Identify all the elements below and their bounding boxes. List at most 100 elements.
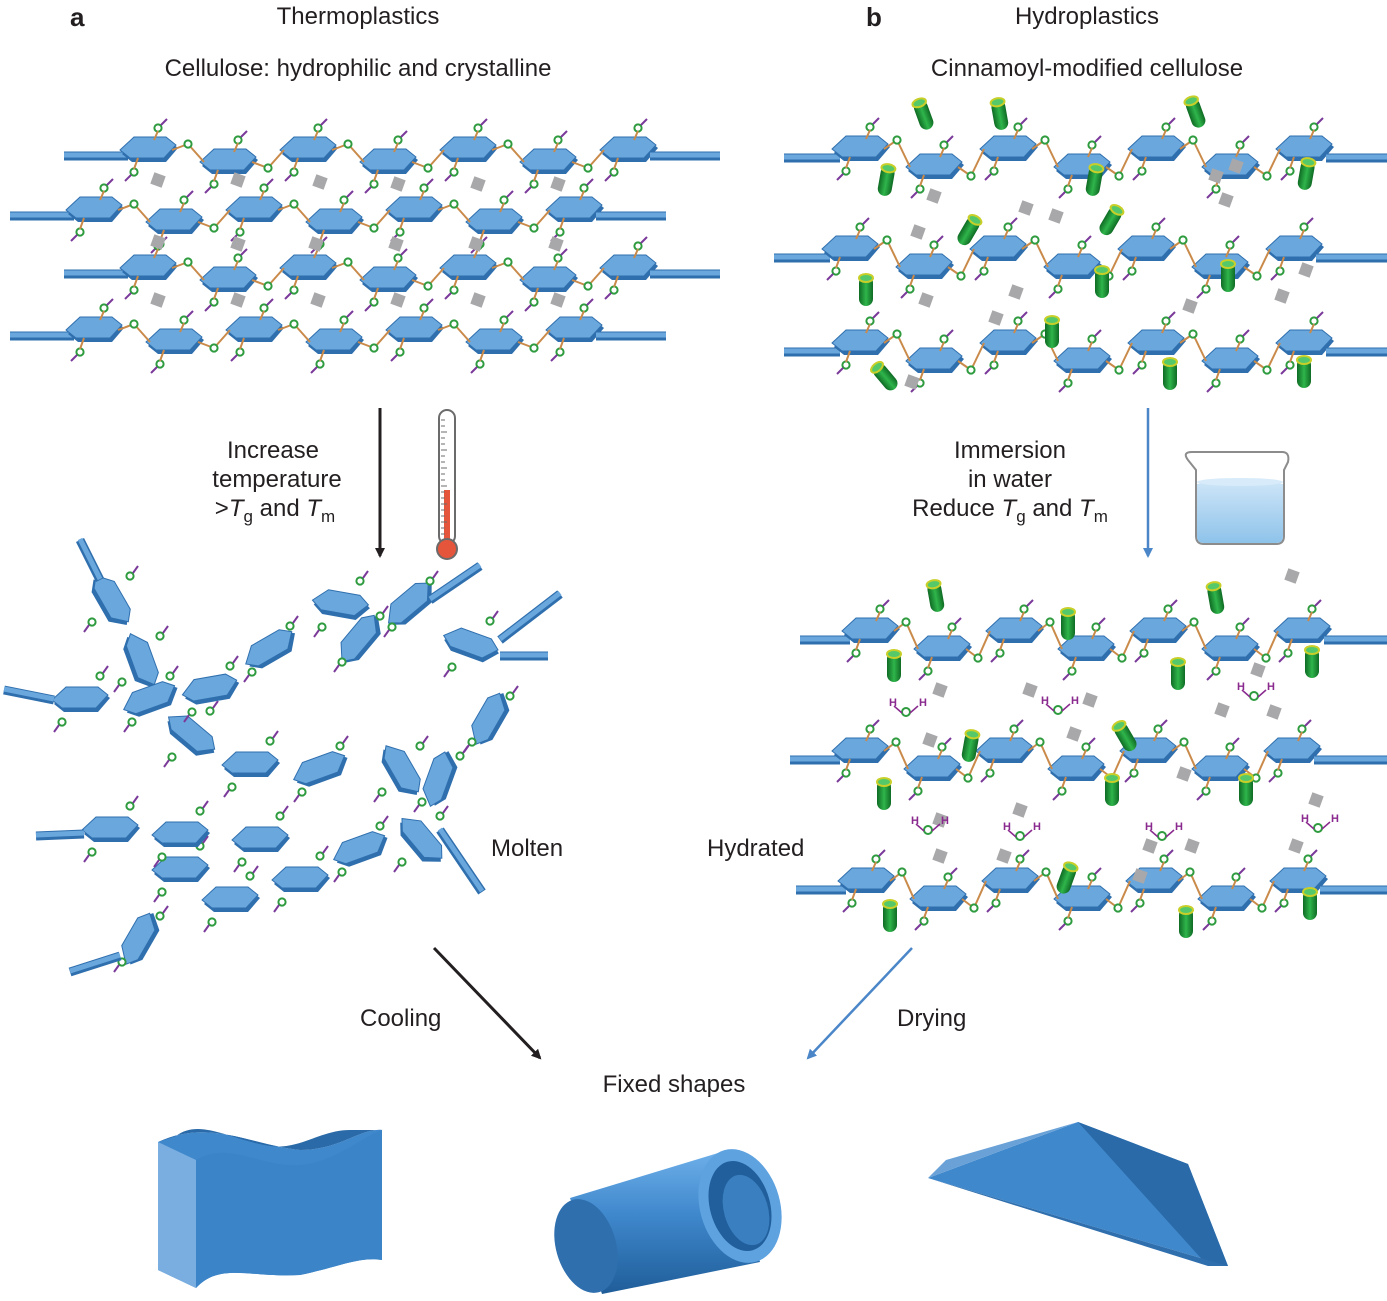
glycosidic-bond [939,341,945,352]
oxygen-atom [209,223,219,233]
oxygen-atom [633,241,643,251]
oxygen-atom [1114,365,1124,375]
glucose-ring [385,196,444,222]
oxygen-atom [423,163,433,173]
glucose-ring [225,316,284,342]
oxygen-atom [553,135,563,145]
hydroxyl-stub [1098,617,1106,625]
hydroxyl-stub [183,714,190,723]
oxygen-atom [1151,222,1161,232]
oxygen-atom [871,854,881,864]
hydroxyl-stub [1232,737,1240,745]
glycosidic-bond [1287,638,1293,651]
hydroxyl-stub [426,298,434,306]
hydroxyl-stub [444,292,452,300]
hydroxyl-stub [470,366,478,374]
oxygen-atom [499,195,509,205]
glycosidic-bond [1117,880,1131,909]
cinnamoyl-group [1056,861,1079,894]
hydroxyl-stub [1306,217,1314,225]
glucose-ring [119,254,178,280]
oxygen-atom [1201,786,1211,796]
glucose-ring [895,253,954,279]
glycosidic-bond [1133,758,1139,771]
oxygen-atom [227,782,237,792]
hydroxyl-stub [204,186,212,194]
chain-end-highlight [3,686,55,702]
glycosidic-bond [453,275,459,288]
oxygen-atom [99,183,109,193]
hydroxyl-stub [984,173,992,181]
glycosidic-bond [970,148,985,177]
oxygen-atom [882,235,892,245]
hydroxyl-stub [393,864,400,873]
oxygen-atom [165,671,175,681]
oxygen-atom [1013,316,1023,326]
glycosidic-bond [499,202,505,213]
glucose-ring [1191,755,1250,781]
glycosidic-bond [213,287,219,300]
glucose-ring [831,737,890,763]
hydroxyl-stub [70,354,78,362]
oxygen-atom [1057,786,1067,796]
hydroxyl-stub [836,367,844,375]
glucose-ring [51,686,110,712]
hydroxyl-stub [1062,673,1070,681]
cellulose-chain [784,117,1387,199]
oxygen-atom [179,195,189,205]
oxygen-atom [529,343,539,353]
water-hydrogen-label: H [1071,695,1079,707]
oh-bond [1007,829,1017,838]
oxygen-atom [337,867,347,877]
oxygen-atom [923,666,933,676]
glucose-ring [181,673,240,705]
oxygen-atom [865,724,875,734]
oxygen-atom [1045,617,1055,627]
hydroxyl-stub [990,655,998,663]
cinnamoyl-group [989,97,1009,130]
glycosidic-bond [393,142,399,153]
hydroxyl-stub [322,845,329,854]
oxygen-atom [369,343,379,353]
glycosidic-bond [895,741,909,770]
glucose-ring [332,831,388,867]
cinnamoyl-group [957,213,983,246]
glucose-ring [1201,635,1260,661]
glycosidic-bond [1131,256,1137,269]
oxygen-atom [387,622,397,632]
chain-end-highlight [35,830,85,838]
hydroxyl-stub [53,724,60,733]
hbond-marker [1250,662,1266,678]
oxygen-atom [865,316,875,326]
glycosidic-bond [1161,129,1167,140]
glucose-ring [340,614,381,663]
hydroxyl-stub [132,565,139,574]
hydroxyl-stub [1132,173,1140,181]
hbond-marker [1184,838,1200,854]
oxygen-atom [1188,329,1198,339]
glycosidic-bond [909,274,915,287]
oxygen-atom [1113,903,1123,913]
oxygen-atom [875,604,885,614]
cellulose-chains [3,117,1387,977]
glycosidic-bond [1215,656,1221,669]
glycosidic-bond [479,349,485,362]
water-hydrogen-label: H [1331,813,1339,825]
hydroxyl-stub [212,700,219,709]
oxygen-atom [939,140,949,150]
glycosidic-bond [1019,611,1025,622]
panel-a-subtitle: Cellulose: hydrophilic and crystalline [164,55,552,82]
hydroxyl-stub [346,190,354,198]
hydroxyl-stub [1206,673,1214,681]
oxygen-atom [415,741,425,751]
hydroxyl-stub [432,570,439,579]
oxygen-atom [1030,235,1040,245]
hydroxyl-stub [186,190,194,198]
hydroxyl-stub [160,118,168,126]
oxygen-atom [377,787,387,797]
oxygen-atom [233,135,243,145]
oxygen-atom [75,227,85,237]
hydroxyl-stub [373,794,380,803]
oxygen-atom [417,797,427,807]
